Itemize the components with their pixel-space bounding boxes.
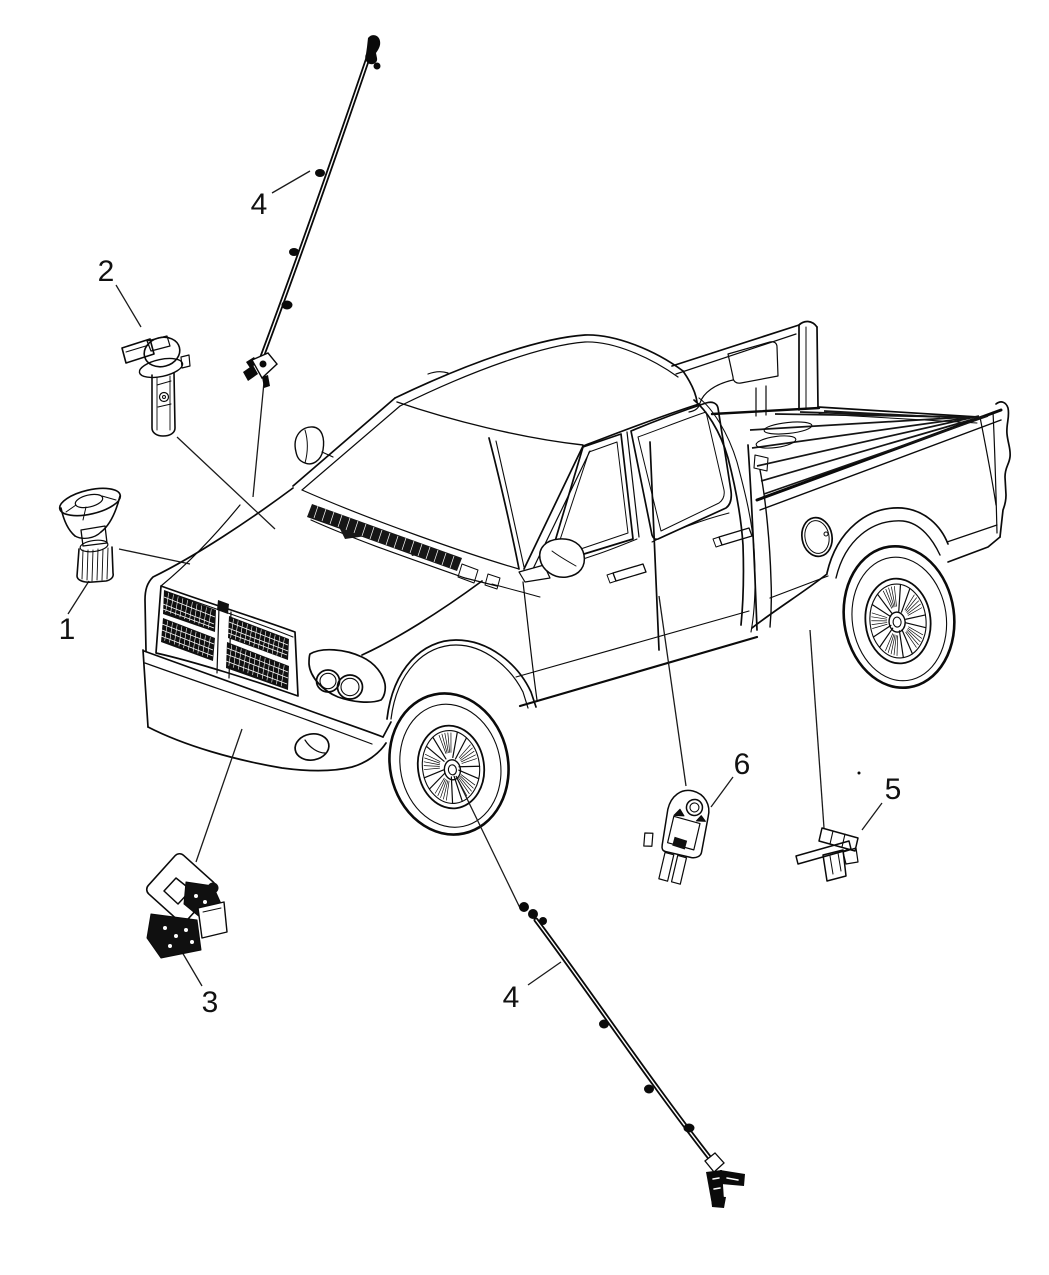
- svg-text:4: 4: [251, 188, 268, 221]
- svg-text:1: 1: [59, 613, 76, 646]
- svg-text:3: 3: [202, 986, 219, 1019]
- svg-text:2: 2: [98, 255, 115, 288]
- svg-text:4: 4: [503, 981, 520, 1014]
- svg-text:6: 6: [734, 748, 751, 781]
- svg-text:5: 5: [885, 773, 902, 806]
